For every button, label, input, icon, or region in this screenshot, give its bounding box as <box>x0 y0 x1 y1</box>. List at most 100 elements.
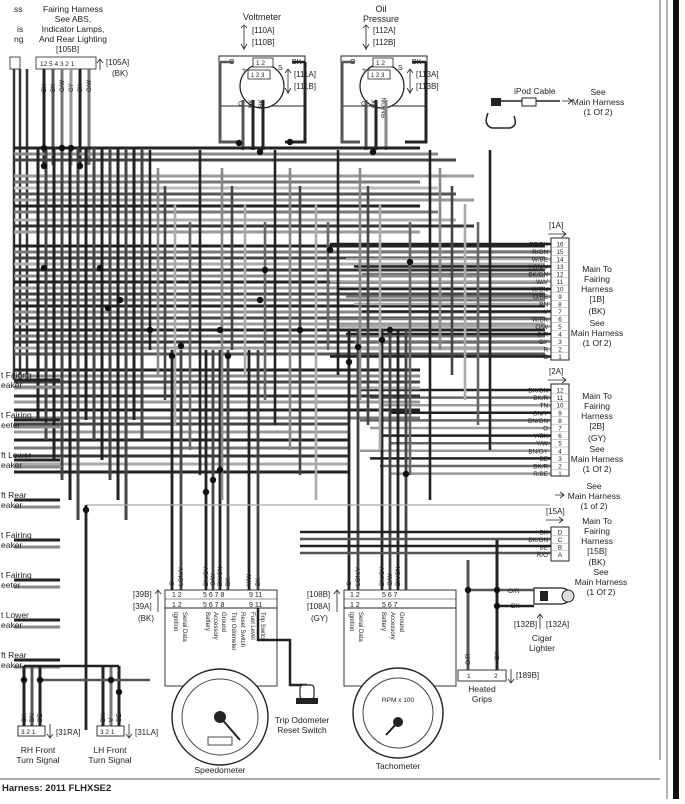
trip-switch-base <box>296 698 318 704</box>
splice-dot-3 <box>286 138 294 146</box>
speedo-wire-3: O/W <box>210 573 217 586</box>
connector-left-stub <box>9 56 21 70</box>
c2b-rows-pin-1: 11 <box>557 395 564 402</box>
splice-dot-34 <box>296 326 304 334</box>
splice-dot-16 <box>216 326 224 334</box>
grips-wire-or: O/R <box>465 653 472 665</box>
connector-2b-label-7: (1 Of 2) <box>583 464 612 474</box>
speedo-func-3: Accessory <box>212 612 218 640</box>
voltmeter-label: Voltmeter <box>243 12 281 22</box>
c2b-rows-wire-8: BN/GY <box>528 448 548 455</box>
c15b-rows-pin-0: D <box>558 530 563 537</box>
c1b-rows-wire-14: R <box>543 347 548 354</box>
tach-pins-2b: 5 6 7 <box>382 602 398 609</box>
splice-dot-24 <box>386 326 394 334</box>
tach-gauge-inner <box>362 677 434 749</box>
tach-pins-1b: 1 2 <box>350 602 360 609</box>
lh-turn-wire-0: BK <box>100 713 107 722</box>
connector-15b-label-0: Main To <box>582 516 612 526</box>
voltmeter-arrow-2 <box>284 68 292 94</box>
c105-wire-3: GY <box>69 83 75 92</box>
rh-turn-wire-2: BE <box>37 714 44 722</box>
rh-turn-31ra: [31RA] <box>56 728 80 737</box>
speedo-func-6: Reset Switch <box>239 612 245 647</box>
c1b-rows-pin-12: 4 <box>558 332 562 339</box>
wire-19 <box>405 62 428 144</box>
tach-108-color: (GY) <box>311 614 328 623</box>
tach-func-0: Ignition <box>348 612 354 631</box>
tach-rpm: RPM x 100 <box>382 697 415 704</box>
connector-15b-label-5: See <box>593 567 608 577</box>
speedo-pins-1b: 1 2 <box>172 602 182 609</box>
speaker-label-7-a: ft Rear <box>1 650 27 660</box>
lh-turn-label-0: LH Front <box>93 745 127 755</box>
lh-turn-wire-2: BE <box>116 714 123 722</box>
connector-1b-body <box>550 237 570 361</box>
trip-label-0: Trip Odometer <box>275 715 330 725</box>
cigar-lighter-group: O/R BK [132B] [132A] Cigar Lighter <box>508 587 575 653</box>
fairing-harness-group: Fairing Harness See ABS, Indicator Lamps… <box>9 4 129 78</box>
splice-dot-29 <box>20 676 28 684</box>
splice-dot-38 <box>256 296 264 304</box>
splice-dot-22 <box>354 343 362 351</box>
c1b-rows-wire-9: V <box>544 309 549 316</box>
cigar-132a: [132A] <box>546 620 569 629</box>
splice-dot-7 <box>40 162 48 170</box>
speedo-39-color: (BK) <box>138 614 154 623</box>
rh-turn-arrow <box>46 724 54 739</box>
c2b-rows-pin-9: 3 <box>558 456 562 463</box>
c15b-rows-pin-2: B <box>558 545 562 552</box>
c15b-rows-pin-3: A <box>558 552 563 559</box>
lh-turn-arrow <box>125 724 133 739</box>
lh-turn-pins: 3 2 1 <box>100 729 115 736</box>
left-cut-2: ng <box>14 34 24 44</box>
speaker-label-7-b: eaker <box>1 660 22 670</box>
connector-15b-label-4: (BK) <box>589 557 606 567</box>
connector-1b-label-2: Harness <box>581 284 613 294</box>
c2b-rows-wire-7: Y/W <box>536 441 548 448</box>
speedo-needle <box>219 716 241 741</box>
connector-15b-label-2: Harness <box>581 536 613 546</box>
tach-108b: [108B] <box>307 590 330 599</box>
c1b-rows-wire-3: LGN/V <box>529 264 549 271</box>
splice-dot-32 <box>115 688 123 696</box>
c2b-rows-pin-2: 10 <box>556 403 564 410</box>
speaker-label-3-b: eaker <box>1 500 22 510</box>
grips-connector <box>457 669 507 682</box>
c105-wire-1: BK <box>51 84 57 92</box>
tach-gauge <box>352 667 444 759</box>
connector-1b-label-1: Fairing <box>584 274 610 284</box>
tach-func-4: Ground <box>398 612 404 632</box>
c2b-rows-pin-8: 4 <box>558 448 562 455</box>
c1b-rows-wire-15: O <box>543 354 548 361</box>
ipod-arrow <box>562 97 573 105</box>
speedo-wire-4: BK/GN <box>217 566 224 586</box>
wire-11 <box>218 62 240 144</box>
cigar-label-1: Lighter <box>529 643 555 653</box>
ipod-see-0: See <box>590 87 605 97</box>
wire-harness <box>12 60 551 730</box>
ipod-see-2: (1 Of 2) <box>584 107 613 117</box>
speedo-wire-5: BK <box>225 577 232 586</box>
speaker-label-2-a: ft Lower <box>1 450 31 460</box>
connector-1b-label-7: (1 Of 2) <box>583 338 612 348</box>
speedo-wire-1: LGN/Y <box>178 566 185 586</box>
splice-dots <box>20 138 501 696</box>
voltmeter-plus: + <box>242 67 246 74</box>
rh-turn-label-1: Turn Signal <box>16 755 59 765</box>
left-cut-1: is <box>17 24 23 34</box>
connector-105b-label: [105B] <box>56 45 79 54</box>
voltmeter-pin-block-2 <box>247 69 271 80</box>
grips-189b: [189B] <box>516 671 539 680</box>
grips-label-1: Grips <box>472 694 492 704</box>
speaker-label-6-b: eaker <box>1 620 22 630</box>
lh-turn-connector <box>96 725 125 737</box>
c105-wire-5: O/W <box>87 80 93 92</box>
connector-105a-color: (BK) <box>112 69 128 78</box>
speedo-func-4: Ground <box>220 612 226 632</box>
splice-dot-30 <box>36 676 44 684</box>
c2b-rows-pin-5: 7 <box>558 426 562 433</box>
c1b-rows-pin-6: 10 <box>556 287 564 294</box>
